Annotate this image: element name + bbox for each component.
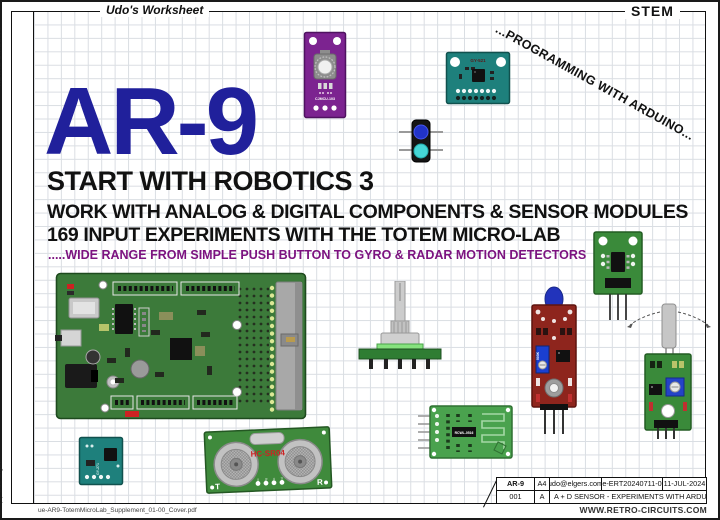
- hc-sr04-pin-trig: Trig: [264, 478, 268, 484]
- title-block-revision: A: [535, 490, 550, 503]
- product-title: AR-9: [44, 68, 259, 175]
- title-block-paper-size: A4: [535, 478, 550, 490]
- stem-label: STEM: [625, 3, 680, 19]
- footer-filename: ue-AR9-TotemMicroLab_Supplement_01-00_Co…: [38, 507, 197, 514]
- dual-led-graphic: [399, 119, 443, 163]
- title-block-doc-id: ue-ERT20240711-02: [602, 478, 663, 490]
- margin-retro-circuits-label: RETRO CIRCUITS: [0, 26, 3, 86]
- dual-led-module: [399, 118, 443, 164]
- title-block-email: udo@elgers.com: [550, 478, 602, 490]
- subtitle-line2: WORK WITH ANALOG & DIGITAL COMPONENTS & …: [47, 201, 689, 223]
- rcwl-label: RCWL-0516: [455, 431, 474, 435]
- gy-271-label: GY-271: [96, 463, 100, 475]
- hc-sr04-r-label: R: [317, 478, 323, 487]
- ic-module-graphic: [593, 231, 643, 320]
- trimmer-value-label: 503K: [536, 351, 540, 360]
- vibration-sensor-graphic: [627, 303, 711, 439]
- hc-sr04-label: HC-SR04: [250, 448, 285, 459]
- cjmcu-103-label: CJMCU-103: [315, 97, 335, 101]
- potentiometer: [357, 280, 443, 369]
- compass-module-gy-271: GY-271: [78, 436, 124, 486]
- title-block: AR-9 A4 udo@elgers.com ue-ERT20240711-02…: [496, 477, 707, 504]
- gy-521-graphic: GY-521: [445, 51, 511, 105]
- hc-sr04-t-label: T: [215, 482, 220, 491]
- main-title: START WITH ROBOTICS 3: [47, 166, 374, 196]
- title-block-sheet: 001: [497, 490, 535, 503]
- gy-271-graphic: GY-271: [78, 436, 124, 486]
- title-block-row2: 001 A A + D SENSOR - EXPERIMENTS WITH AR…: [497, 490, 706, 503]
- cjmcu-103-graphic: CJMCU-103: [303, 31, 347, 119]
- totem-micro-lab-board: [55, 272, 307, 420]
- rcwl-graphic: RCWL-0516: [418, 405, 513, 459]
- title-block-row1: AR-9 A4 udo@elgers.com ue-ERT20240711-02…: [497, 478, 706, 491]
- hc-sr04-graphic: HC-SR04 T R Vcc Trig Echo Gnd: [203, 426, 333, 494]
- flame-sensor-graphic: 503K: [531, 286, 577, 434]
- rotary-sensor-module-cjmcu-103: CJMCU-103: [303, 31, 347, 119]
- radar-module-rcwl-0516: RCWL-0516: [418, 402, 514, 462]
- main-board-graphic: [55, 272, 307, 420]
- title-block-description: A + D SENSOR - EXPERIMENTS WITH ARDUINO: [554, 492, 706, 502]
- title-block-product: AR-9: [497, 478, 535, 490]
- hc-sr04-pin-vcc: Vcc: [256, 478, 260, 484]
- drawing-frame: [11, 11, 706, 504]
- flame-sensor-module: 503K: [528, 286, 580, 436]
- ic-breakout-module: [592, 230, 644, 322]
- ultrasonic-sensor-hc-sr04: HC-SR04 T R Vcc Trig Echo Gnd: [203, 425, 334, 495]
- worksheet-label: Udo's Worksheet: [100, 3, 210, 17]
- gy-521-label: GY-521: [470, 58, 486, 63]
- gyro-module-gy-521: GY-521: [445, 51, 511, 105]
- margin-copyright-label: (c) Udo Elger: [0, 460, 3, 504]
- footer-website: WWW.RETRO-CIRCUITS.COM: [579, 505, 707, 515]
- subtitle-line3: 169 INPUT EXPERIMENTS WITH THE TOTEM MIC…: [47, 224, 561, 246]
- vibration-sensor-module: [622, 298, 714, 440]
- title-block-date: 11-JUL-2024: [663, 479, 706, 489]
- tagline: .....WIDE RANGE FROM SIMPLE PUSH BUTTON …: [48, 248, 587, 262]
- potentiometer-graphic: [358, 280, 442, 369]
